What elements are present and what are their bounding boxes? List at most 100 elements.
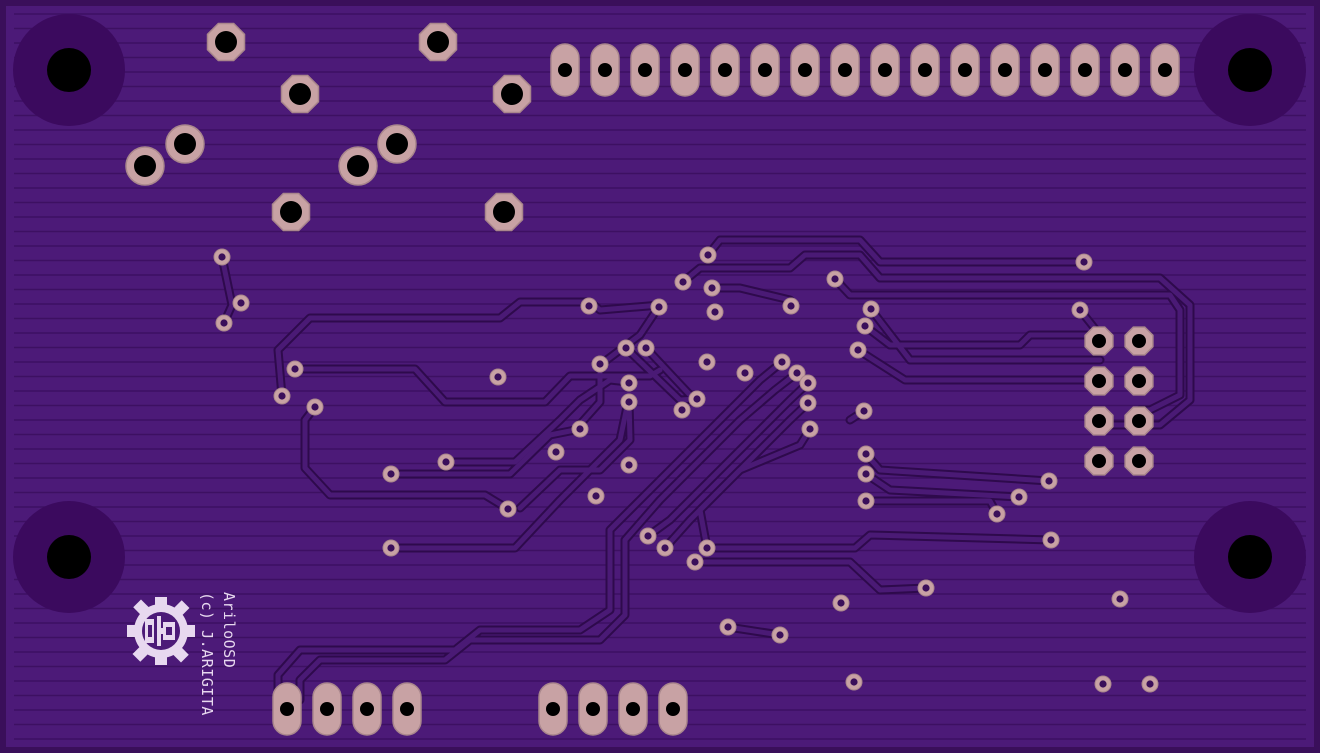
header-pin-top <box>750 43 780 97</box>
via <box>857 492 875 510</box>
via <box>1111 590 1129 608</box>
octagonal-pad <box>484 192 524 232</box>
header-pin-top <box>790 43 820 97</box>
via <box>799 374 817 392</box>
header-pin-top <box>910 43 940 97</box>
header-pin-top <box>1030 43 1060 97</box>
octagonal-pad <box>1084 326 1114 356</box>
via <box>736 364 754 382</box>
via <box>1071 301 1089 319</box>
via <box>706 303 724 321</box>
via <box>580 297 598 315</box>
via <box>1010 488 1028 506</box>
header-pin-top <box>830 43 860 97</box>
via <box>673 401 691 419</box>
mounting-hole <box>13 14 125 126</box>
via <box>698 539 716 557</box>
via <box>489 368 507 386</box>
mounting-holes <box>13 14 1306 613</box>
via <box>286 360 304 378</box>
via <box>771 626 789 644</box>
via <box>1094 675 1112 693</box>
header-pin-top <box>1110 43 1140 97</box>
header-pin-top <box>870 43 900 97</box>
via <box>232 294 250 312</box>
header-pin-bottom-right <box>538 682 568 736</box>
mounting-hole <box>1194 501 1306 613</box>
via <box>698 353 716 371</box>
via <box>620 393 638 411</box>
via <box>799 394 817 412</box>
via <box>849 341 867 359</box>
via <box>703 279 721 297</box>
via <box>382 539 400 557</box>
via <box>617 339 635 357</box>
header-pin-bottom-right <box>618 682 648 736</box>
via <box>788 364 806 382</box>
silkscreen-text: AriloOSD (c) J.ARIGITA <box>198 592 238 716</box>
via <box>215 314 233 332</box>
via <box>832 594 850 612</box>
round-pad <box>338 146 378 186</box>
via <box>499 500 517 518</box>
header-pin-top <box>550 43 580 97</box>
via <box>571 420 589 438</box>
via <box>1075 253 1093 271</box>
via <box>587 487 605 505</box>
via <box>273 387 291 405</box>
via <box>637 339 655 357</box>
header-pin-top <box>990 43 1020 97</box>
oshw-gear-icon <box>127 597 195 665</box>
round-pad <box>377 124 417 164</box>
via <box>862 300 880 318</box>
via <box>688 390 706 408</box>
via <box>801 420 819 438</box>
mounting-hole <box>1194 14 1306 126</box>
via <box>620 374 638 392</box>
header-pin-top <box>630 43 660 97</box>
via <box>674 273 692 291</box>
header-pin-top <box>950 43 980 97</box>
header-pin-top <box>1070 43 1100 97</box>
via <box>988 505 1006 523</box>
octagonal-pad <box>280 74 320 114</box>
via <box>437 453 455 471</box>
via <box>1042 531 1060 549</box>
via <box>699 246 717 264</box>
header-pin-bottom-left <box>352 682 382 736</box>
header-pin-top <box>590 43 620 97</box>
round-pad <box>165 124 205 164</box>
via <box>620 456 638 474</box>
via <box>656 539 674 557</box>
via <box>213 248 231 266</box>
octagonal-pad <box>1124 446 1154 476</box>
header-pin-bottom-right <box>578 682 608 736</box>
through-hole-pads <box>125 22 1180 736</box>
via <box>773 353 791 371</box>
via <box>650 298 668 316</box>
round-pad <box>125 146 165 186</box>
octagonal-pad <box>1084 366 1114 396</box>
octagonal-pad <box>492 74 532 114</box>
via <box>547 443 565 461</box>
header-pin-top <box>1150 43 1180 97</box>
via <box>719 618 737 636</box>
trace-fills <box>219 237 1193 713</box>
via <box>306 398 324 416</box>
via <box>857 465 875 483</box>
via <box>845 673 863 691</box>
header-pin-bottom-left <box>392 682 422 736</box>
header-pin-bottom-right <box>658 682 688 736</box>
via <box>917 579 935 597</box>
via <box>1040 472 1058 490</box>
octagonal-pad <box>1124 366 1154 396</box>
via <box>855 402 873 420</box>
header-pin-bottom-left <box>312 682 342 736</box>
via-layer <box>213 246 1159 693</box>
via <box>382 465 400 483</box>
octagonal-pad <box>206 22 246 62</box>
octagonal-pad <box>1124 326 1154 356</box>
silk-line-project: AriloOSD <box>220 592 238 668</box>
via <box>782 297 800 315</box>
